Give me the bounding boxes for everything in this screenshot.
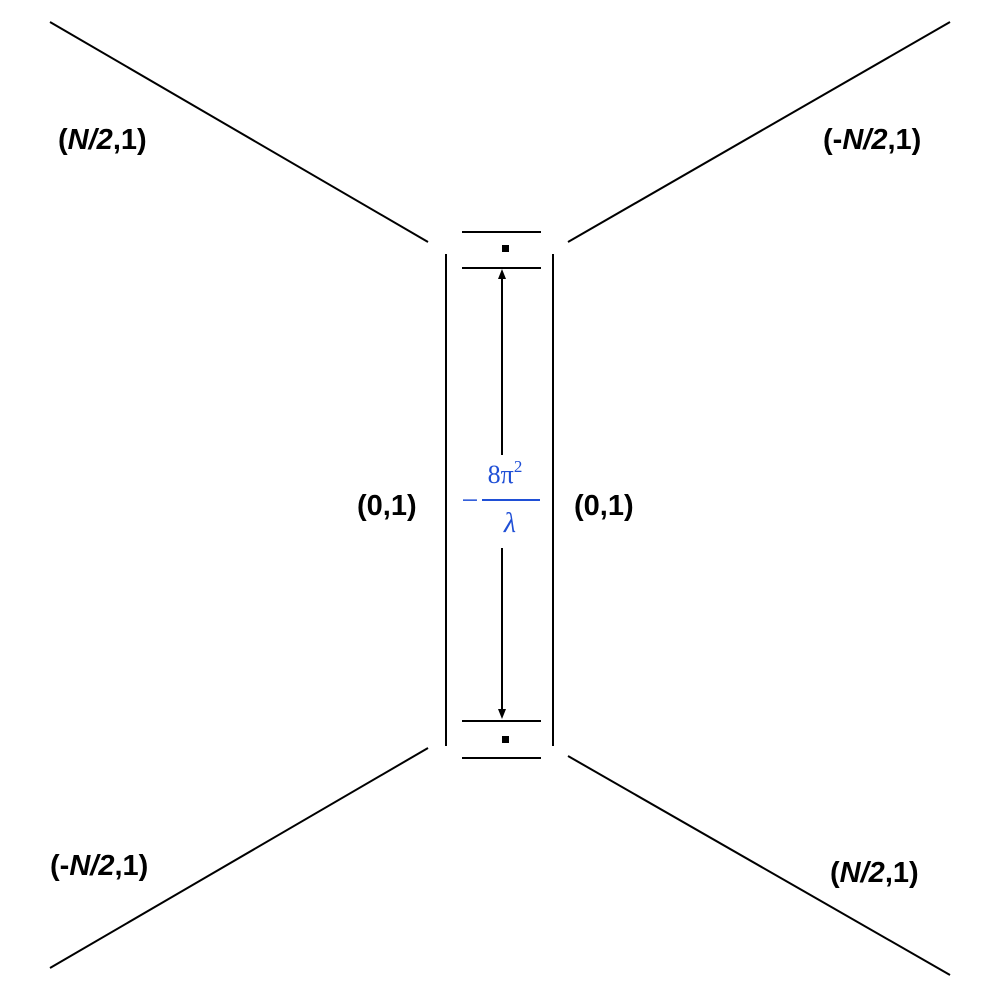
label-middle-left: (0,1)	[357, 490, 417, 522]
length-numerator-base: 8π	[488, 460, 514, 489]
diagonal-line-top-right	[567, 21, 951, 243]
label-middle-right: (0,1)	[574, 490, 634, 522]
length-sign: −	[462, 484, 479, 517]
label-top-right: (-N/2,1)	[823, 124, 921, 156]
diagonal-line-top-left	[49, 21, 429, 243]
label-bottom-right: (N/2,1)	[830, 857, 919, 889]
length-numerator-exponent: 2	[514, 457, 523, 476]
dot-marker-top	[502, 245, 509, 252]
dot-marker-bottom	[502, 736, 509, 743]
diagonal-line-bottom-left	[49, 747, 429, 969]
length-numerator: 8π2	[488, 457, 523, 489]
length-label: − 8π2 λ	[462, 457, 540, 539]
length-denominator: λ	[503, 508, 516, 539]
diagonal-line-bottom-right	[567, 755, 951, 976]
label-top-left: (N/2,1)	[58, 124, 147, 156]
label-bottom-left: (-N/2,1)	[50, 850, 148, 882]
